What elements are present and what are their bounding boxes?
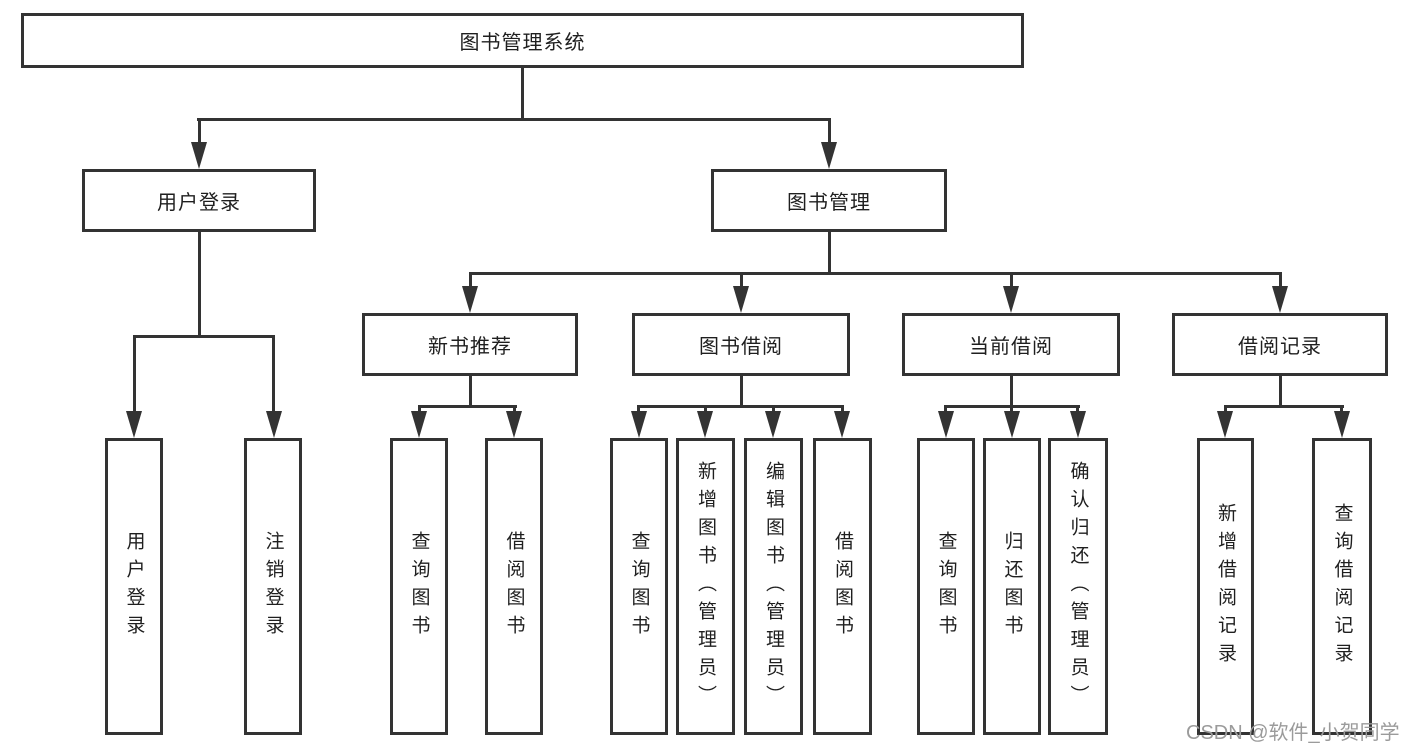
leaf-logout: 注销登录 xyxy=(244,438,302,735)
arrow-to-book-management xyxy=(821,142,837,169)
connector-current-borrowing-rail xyxy=(944,405,1080,408)
connector-drop-user-login xyxy=(198,121,201,144)
connector-drop-borrowing-records xyxy=(1279,275,1282,287)
box-label: 新书推荐 xyxy=(428,336,512,358)
leaf-label: 查询图书 xyxy=(628,530,650,643)
leaf-label: 归还图书 xyxy=(1001,530,1023,643)
box-label: 图书管理系统 xyxy=(459,32,586,54)
arrow-to-leaf-query-books-current xyxy=(938,411,954,438)
box-new-book-recommendation: 新书推荐 xyxy=(362,313,578,376)
box-label: 当前借阅 xyxy=(969,336,1053,358)
connector-book-management-rail xyxy=(469,272,1282,275)
box-book-borrowing: 图书借阅 xyxy=(632,313,850,376)
connector-borrowing-records-stem xyxy=(1279,376,1282,407)
leaf-add-borrow-record: 新增借阅记录 xyxy=(1197,438,1254,735)
arrow-to-user-login xyxy=(191,142,207,169)
leaf-label: 查询图书 xyxy=(935,530,957,643)
arrow-to-leaf-user-login xyxy=(126,411,142,438)
connector-root-rail xyxy=(197,118,831,121)
csdn-watermark: CSDN @软件_小贺同学 xyxy=(1186,722,1400,744)
connector-drop-current-borrowing xyxy=(1010,275,1013,287)
connector-drop-book-borrowing xyxy=(740,275,743,287)
connector-book-borrowing-rail xyxy=(637,405,844,408)
arrow-to-current-borrowing xyxy=(1003,286,1019,313)
leaf-label: 注销登录 xyxy=(262,530,284,643)
connector-user-login-rail xyxy=(133,335,275,338)
connector-root-stem xyxy=(521,68,524,120)
leaf-borrow-books-recommend: 借阅图书 xyxy=(485,438,543,735)
arrow-to-leaf-add-books-admin xyxy=(697,411,713,438)
leaf-return-books: 归还图书 xyxy=(983,438,1041,735)
leaf-query-books-current: 查询图书 xyxy=(917,438,975,735)
arrow-to-leaf-return-books xyxy=(1004,411,1020,438)
leaf-label: 新增图书（管理员） xyxy=(695,460,716,713)
arrow-to-leaf-confirm-return-admin xyxy=(1070,411,1086,438)
leaf-label: 新增借阅记录 xyxy=(1215,502,1236,671)
leaf-label: 确认归还（管理员） xyxy=(1067,460,1089,713)
leaf-query-books-recommend: 查询图书 xyxy=(390,438,448,735)
leaf-label: 用户登录 xyxy=(123,530,145,643)
leaf-label: 查询图书 xyxy=(408,530,430,643)
connector-drop-new-book xyxy=(469,275,472,287)
box-label: 借阅记录 xyxy=(1238,336,1322,358)
connector-new-book-rail xyxy=(418,405,517,408)
leaf-query-borrow-record: 查询借阅记录 xyxy=(1312,438,1372,735)
arrow-to-leaf-logout xyxy=(266,411,282,438)
leaf-query-books-borrow: 查询图书 xyxy=(610,438,668,735)
leaf-label: 编辑图书（管理员） xyxy=(763,460,784,713)
arrow-to-new-book-recommendation xyxy=(462,286,478,313)
connector-drop-leaf-logout xyxy=(272,338,275,412)
arrow-to-leaf-edit-books-admin xyxy=(765,411,781,438)
arrow-to-borrowing-records xyxy=(1272,286,1288,313)
connector-current-borrowing-stem xyxy=(1010,376,1013,407)
arrow-to-leaf-add-borrow-record xyxy=(1217,411,1233,438)
connector-drop-leaf-user-login xyxy=(133,338,136,412)
leaf-confirm-return-admin: 确认归还（管理员） xyxy=(1048,438,1108,735)
leaf-borrow-books: 借阅图书 xyxy=(813,438,872,735)
leaf-label: 查询借阅记录 xyxy=(1331,502,1353,671)
box-label: 图书借阅 xyxy=(699,336,783,358)
leaf-add-books-admin: 新增图书（管理员） xyxy=(676,438,735,735)
leaf-user-login: 用户登录 xyxy=(105,438,163,735)
connector-new-book-stem xyxy=(469,376,472,407)
arrow-to-book-borrowing xyxy=(733,286,749,313)
arrow-to-leaf-query-borrow-record xyxy=(1334,411,1350,438)
arrow-to-leaf-borrow-books-recommend xyxy=(506,411,522,438)
leaf-label: 借阅图书 xyxy=(503,530,525,643)
leaf-edit-books-admin: 编辑图书（管理员） xyxy=(744,438,803,735)
arrow-to-leaf-borrow-books xyxy=(834,411,850,438)
arrow-to-leaf-query-books-recommend xyxy=(411,411,427,438)
box-label: 用户登录 xyxy=(157,192,241,214)
box-user-login: 用户登录 xyxy=(82,169,316,232)
box-book-management: 图书管理 xyxy=(711,169,947,232)
arrow-to-leaf-query-books-borrow xyxy=(631,411,647,438)
box-library-management-system: 图书管理系统 xyxy=(21,13,1024,68)
connector-user-login-stem xyxy=(198,232,201,337)
box-borrowing-records: 借阅记录 xyxy=(1172,313,1388,376)
box-current-borrowing: 当前借阅 xyxy=(902,313,1120,376)
connector-drop-book-management xyxy=(828,121,831,144)
connector-borrowing-records-rail xyxy=(1224,405,1344,408)
box-label: 图书管理 xyxy=(787,192,871,214)
connector-book-management-stem xyxy=(828,232,831,274)
leaf-label: 借阅图书 xyxy=(832,530,853,643)
connector-book-borrowing-stem xyxy=(740,376,743,407)
